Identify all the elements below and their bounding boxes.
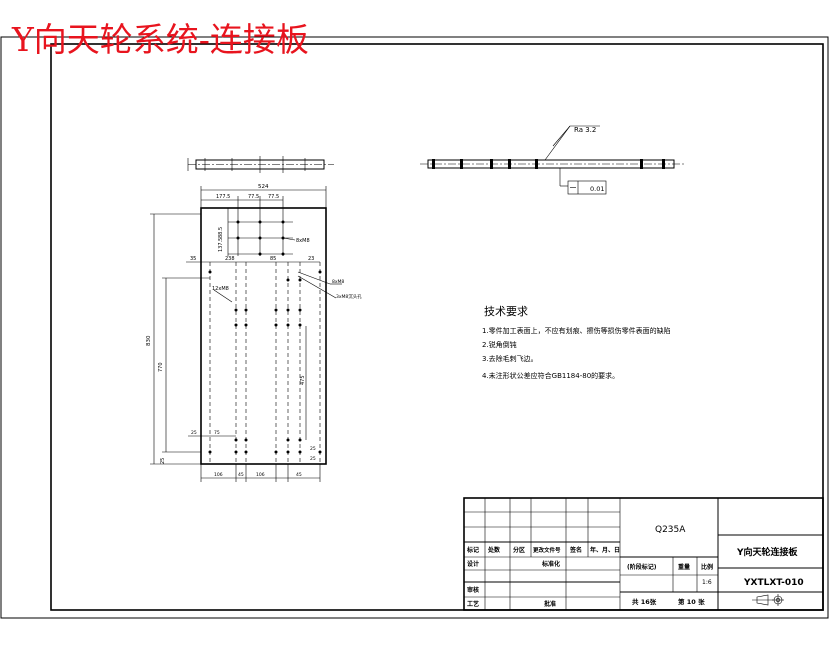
dim-bottom-chain-1: 106 [214,472,223,478]
material: Q235A [655,525,686,535]
dim-right-small-1: 25 [310,446,316,452]
dim-inner-height: 770 [158,362,164,372]
dim-left-vertical-1: 88.5 [218,227,224,238]
leader-left: 12xM8 [212,286,229,292]
title-block: Q235A Y向天轮连接板 YXTLXT-010 标记 处数 分区 更改文件号 … [463,497,824,611]
dim-overall-height: 830 [146,335,152,346]
dim-top-chain-3: 77.5 [268,194,279,200]
dim-mid-chain-3: 85 [270,256,276,262]
dim-top-chain-1: 177.5 [216,194,230,200]
design-label: 设计 [467,560,479,568]
tech-req-item-2: 2.锐角倒钝 [482,340,517,349]
review-label: 审核 [467,586,479,594]
tech-req-heading: 技术要求 [484,305,528,318]
tech-req-item-1: 1.零件加工表面上，不应有划痕、擦伤等损伤零件表面的缺陷 [482,326,671,335]
approve-label: 批准 [544,600,556,608]
header-sign: 签名 [569,546,582,554]
weight-label: 重量 [678,563,690,571]
part-code: YXTLXT-010 [743,578,804,588]
plan-view: 524 177.5 77.5 77.5 88.5 137.5 8xM8 35 2… [146,184,362,482]
dim-bottom-left-small-2: 75 [214,430,220,436]
header-mark: 标记 [466,546,479,554]
leader-note-1: 8xM8 [332,279,344,285]
process-label: 工艺 [467,600,479,608]
side-view-right: Ra 3.2 0.01 [420,125,684,195]
inner-frame [50,43,824,611]
surface-finish: Ra 3.2 [574,126,596,134]
side-view-left [187,156,334,173]
tech-requirements: 技术要求 1.零件加工表面上，不应有划痕、擦伤等损伤零件表面的缺陷 2.锐角倒钝… [482,305,671,380]
stage-mark-label: (阶段标记) [627,563,657,571]
hole-columns [208,262,322,464]
header-count: 处数 [487,546,501,554]
hole-spec-top: 8xM8 [296,238,310,244]
projection-symbol-icon [752,594,784,606]
dim-left-vertical-2: 137.5 [218,238,224,252]
scale-label: 比例 [701,563,713,571]
dim-top-overall: 524 [258,184,269,190]
drawing-title: Y向天轮系统-连接板 [11,20,309,59]
flatness-tolerance: 0.01 [590,185,604,193]
header-zone: 分区 [513,546,525,554]
dim-bottom-chain-2: 45 [238,472,244,478]
tech-req-item-4: 4.未注形状公差应符合GB1184-80的要求。 [482,371,619,380]
dim-right-small-2: 25 [310,456,316,462]
tech-req-item-3: 3.去除毛刺飞边。 [482,354,538,363]
dim-mid-chain-4: 23 [308,256,314,262]
dim-left-small: 25 [160,458,166,464]
dim-right-inner: 475 [300,375,306,385]
standardization-label: 标准化 [541,560,560,568]
header-date: 年、月、日 [590,546,620,554]
dim-bottom-left-small-1: 25 [191,430,197,436]
dim-bottom-chain-3: 106 [256,472,265,478]
part-name: Y向天轮连接板 [736,546,799,558]
leader-note-2: 3xM8沉头孔 [336,293,362,300]
header-change-doc: 更改文件号 [533,546,561,554]
total-sheets: 共 16张 [632,597,657,606]
dim-mid-chain-1: 35 [190,256,196,262]
dim-top-chain-2: 77.5 [248,194,259,200]
outer-frame [0,36,829,619]
dim-bottom-chain-4: 45 [296,472,302,478]
sheet-number: 第 10 张 [678,597,705,606]
scale-value: 1:6 [702,579,712,586]
dim-mid-chain-2: 238 [225,256,235,262]
